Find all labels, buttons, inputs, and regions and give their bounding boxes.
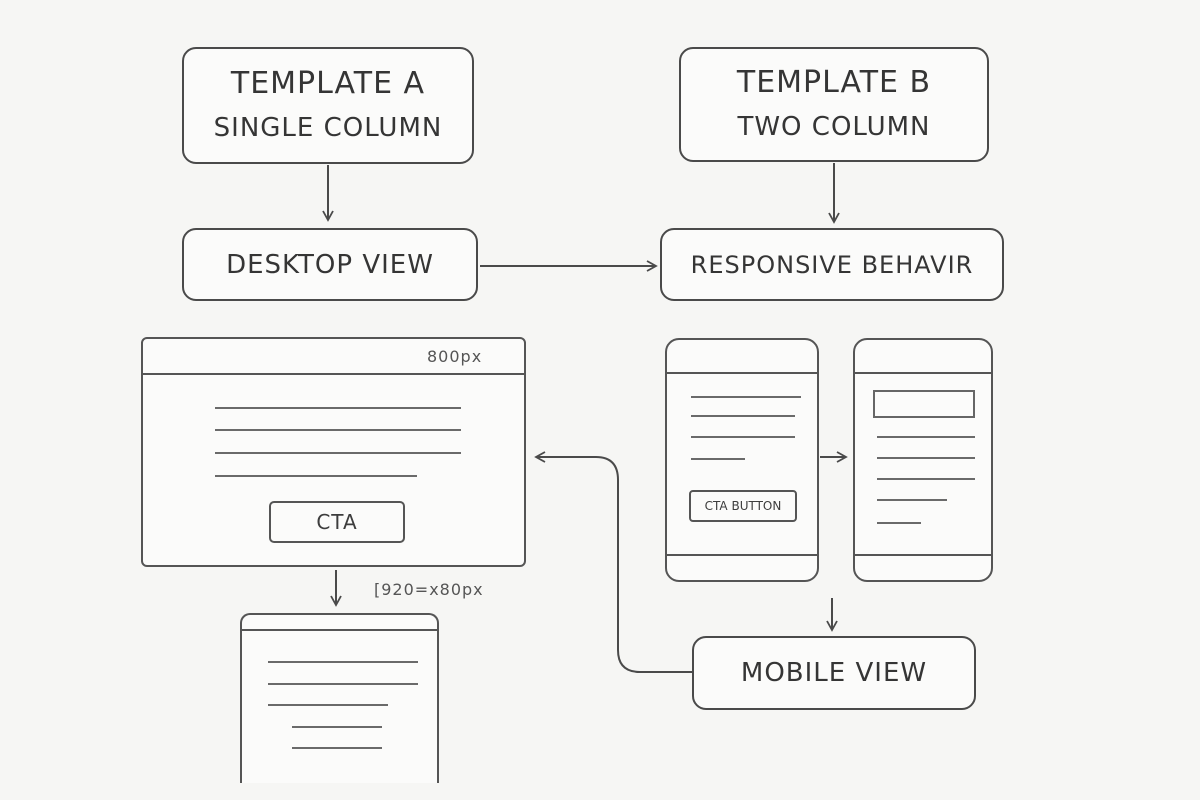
desktop-text-line <box>215 429 461 431</box>
mobile-view-label: Mobile View <box>740 658 928 688</box>
arrow-mobile-view-to-desktop-wireframe <box>534 451 692 673</box>
preview-text-line <box>268 683 418 685</box>
desktop-view-label: Desktop View <box>226 249 434 280</box>
template-b-node: Template B Two Column <box>679 47 989 162</box>
phone-text-line <box>877 522 921 524</box>
phone-top-bar <box>855 372 991 374</box>
phone-text-line <box>691 396 801 398</box>
desktop-wireframe-header-bar <box>143 373 524 375</box>
phone-text-line <box>877 436 975 438</box>
template-a-node: Template A Single Column <box>182 47 474 164</box>
mobile-wireframe-left: CTA Button <box>665 338 819 582</box>
desktop-cta-button[interactable]: CTA <box>269 501 405 543</box>
phone-bottom-bar <box>855 554 991 556</box>
preview-text-line <box>292 747 382 749</box>
preview-text-line <box>268 704 388 706</box>
template-b-title: Template B <box>736 64 932 100</box>
mobile-wireframe-right <box>853 338 993 582</box>
desktop-wireframe: 800px CTA <box>141 337 526 567</box>
mobile-view-node: Mobile View <box>692 636 976 710</box>
desktop-text-line <box>215 475 417 477</box>
responsive-behavior-label: Responsive behavir <box>690 250 974 279</box>
preview-header-bar <box>242 629 437 631</box>
desktop-wireframe-preview <box>240 613 439 783</box>
phone-text-line <box>691 436 795 438</box>
desktop-size-label: [920=x80px <box>374 580 484 599</box>
preview-text-line <box>268 661 418 663</box>
desktop-text-line <box>215 407 461 409</box>
phone-text-line <box>877 457 975 459</box>
mobile-cta-label: CTA Button <box>704 499 782 513</box>
phone-hero-block <box>873 390 975 418</box>
phone-text-line <box>691 415 795 417</box>
phone-text-line <box>877 478 975 480</box>
desktop-width-label: 800px <box>427 347 483 366</box>
preview-text-line <box>292 726 382 728</box>
desktop-view-node: Desktop View <box>182 228 478 301</box>
phone-top-bar <box>667 372 817 374</box>
phone-text-line <box>877 499 947 501</box>
template-a-subtitle: Single Column <box>213 112 443 143</box>
template-a-title: Template A <box>230 65 426 101</box>
responsive-behavior-node: Responsive behavir <box>660 228 1004 301</box>
phone-text-line <box>691 458 745 460</box>
template-b-subtitle: Two Column <box>737 111 931 142</box>
desktop-text-line <box>215 452 461 454</box>
phone-bottom-bar <box>667 554 817 556</box>
desktop-cta-label: CTA <box>316 510 358 534</box>
mobile-cta-button[interactable]: CTA Button <box>689 490 797 522</box>
